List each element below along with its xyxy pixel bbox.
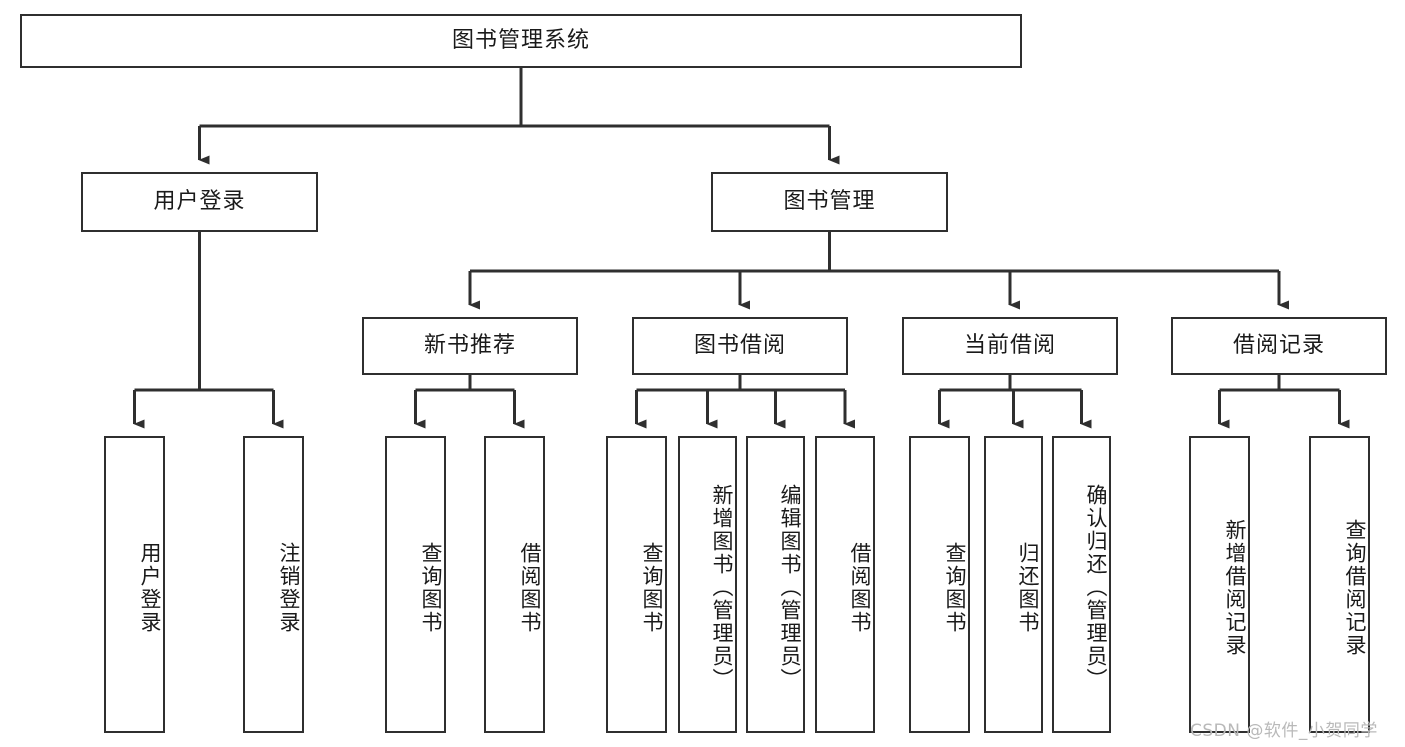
node-label: 图书管理系统: [451, 27, 590, 53]
connector-bus: [134, 232, 274, 392]
node-leaf-leaf-query-record[interactable]: 查询借阅记录: [1309, 436, 1370, 733]
connector-bus: [415, 375, 515, 392]
node-current-borrow[interactable]: 当前借阅: [902, 317, 1118, 375]
node-label: 查询图书: [640, 541, 664, 634]
node-leaf-leaf-return-book[interactable]: 归还图书: [984, 436, 1043, 733]
node-leaf-leaf-borrow-book-1[interactable]: 借阅图书: [484, 436, 545, 733]
node-leaf-leaf-borrow-book-2[interactable]: 借阅图书: [815, 436, 875, 733]
node-leaf-leaf-user-login[interactable]: 用户登录: [104, 436, 165, 733]
node-label: 当前借阅: [963, 332, 1056, 358]
node-label: 借阅图书: [848, 541, 872, 634]
connector-bus: [939, 375, 1082, 392]
connector-bus: [199, 68, 830, 128]
node-label: 新增借阅记录: [1223, 518, 1247, 657]
node-label: 图书管理: [783, 188, 876, 214]
node-leaf-leaf-logout[interactable]: 注销登录: [243, 436, 304, 733]
node-label: 借阅图书: [518, 541, 542, 634]
node-new-book-rec[interactable]: 新书推荐: [362, 317, 578, 375]
node-book-borrow[interactable]: 图书借阅: [632, 317, 848, 375]
node-label: 借阅记录: [1232, 332, 1325, 358]
node-leaf-leaf-add-record[interactable]: 新增借阅记录: [1189, 436, 1250, 733]
node-leaf-leaf-query-book-3[interactable]: 查询图书: [909, 436, 970, 733]
node-leaf-leaf-query-book-2[interactable]: 查询图书: [606, 436, 667, 733]
node-label: 确认归还（管理员）: [1084, 484, 1108, 691]
node-label: 新书推荐: [423, 332, 516, 358]
node-label: 新增图书（管理员）: [710, 484, 734, 691]
node-label: 图书借阅: [693, 332, 786, 358]
node-borrow-record[interactable]: 借阅记录: [1171, 317, 1387, 375]
node-root-root[interactable]: 图书管理系统: [20, 14, 1022, 68]
node-label: 用户登录: [138, 541, 162, 634]
node-leaf-leaf-query-book-1[interactable]: 查询图书: [385, 436, 446, 733]
node-label: 用户登录: [153, 188, 246, 214]
node-label: 查询借阅记录: [1343, 518, 1367, 657]
node-user-login[interactable]: 用户登录: [81, 172, 318, 232]
node-label: 归还图书: [1016, 541, 1040, 634]
node-leaf-leaf-confirm-return[interactable]: 确认归还（管理员）: [1052, 436, 1111, 733]
node-label: 编辑图书（管理员）: [778, 484, 802, 691]
node-label: 注销登录: [277, 541, 301, 634]
node-leaf-leaf-add-book[interactable]: 新增图书（管理员）: [678, 436, 737, 733]
csdn-watermark: CSDN @软件_小贺同学: [1190, 721, 1378, 741]
node-label: 查询图书: [943, 541, 967, 634]
connector-bus: [1219, 375, 1340, 392]
node-book-manage[interactable]: 图书管理: [711, 172, 948, 232]
connector-bus: [470, 232, 1279, 273]
node-leaf-leaf-edit-book[interactable]: 编辑图书（管理员）: [746, 436, 805, 733]
node-label: 查询图书: [419, 541, 443, 634]
connector-bus: [636, 375, 845, 392]
